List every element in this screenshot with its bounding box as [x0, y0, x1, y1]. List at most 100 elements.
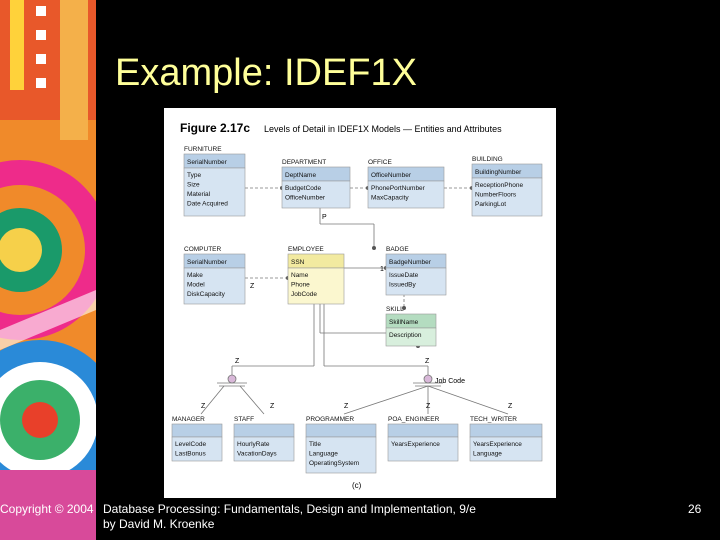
entity-name: FURNITURE: [184, 146, 222, 153]
entity-attribute: Description: [389, 332, 422, 339]
entity-key-attribute: BuildingNumber: [475, 169, 522, 176]
entity-attribute: Date Acquired: [187, 201, 228, 208]
dept-cardinality-label: P: [322, 214, 327, 221]
entity-attribute: HourlyRate: [237, 441, 270, 448]
idef1x-diagram: Figure 2.17c Levels of Detail in IDEF1X …: [171, 121, 543, 490]
book-citation-line1: Database Processing: Fundamentals, Desig…: [103, 502, 476, 516]
entity-attribute: Material: [187, 191, 211, 198]
entity-name: PROGRAMMER: [306, 416, 354, 423]
figure-label: Figure 2.17c: [180, 121, 250, 135]
entity-building: BUILDING BuildingNumberReceptionPhoneNumb…: [471, 156, 543, 217]
entity-boxes: FURNITURESerialNumberTypeSizeMaterialDat…: [171, 146, 543, 474]
entity-attribute: Language: [309, 451, 338, 458]
entity-attribute: ReceptionPhone: [475, 182, 523, 189]
entity-key-area: [305, 423, 377, 438]
entity-key-area: [387, 423, 459, 438]
entity-office: OFFICE OfficeNumberPhonePortNumberMaxCapa…: [367, 159, 445, 209]
entity-attribute-area: [281, 180, 351, 209]
entity-attribute: IssuedBy: [389, 282, 416, 289]
entity-attribute-area: [305, 436, 377, 474]
entity-key-area: [233, 423, 295, 438]
category-symbol: [423, 374, 433, 384]
entity-attribute: Title: [309, 441, 321, 448]
entity-key-attribute: OfficeNumber: [371, 172, 412, 179]
copyright-text: Copyright © 2004: [0, 502, 94, 516]
entity-name: MANAGER: [172, 416, 205, 423]
entity-name: BUILDING: [472, 156, 503, 163]
entity-attribute-area: [287, 267, 345, 305]
category-symbol: [227, 374, 237, 384]
book-citation-line2: by David M. Kroenke: [103, 517, 215, 531]
figure-part-label: (c): [352, 481, 362, 490]
entity-attribute: ParkingLot: [475, 201, 506, 208]
entity-attribute: VacationDays: [237, 451, 277, 458]
entity-attribute: OfficeNumber: [285, 195, 326, 202]
subtype-cardinality-label: Z: [508, 403, 513, 410]
entity-attribute: JobCode: [291, 291, 317, 298]
entity-attribute: PhonePortNumber: [371, 185, 426, 192]
subtype-cardinality-label: Z: [201, 403, 206, 410]
entity-attribute: Type: [187, 172, 201, 179]
entity-attribute: Make: [187, 272, 203, 279]
entity-attribute: Model: [187, 282, 205, 289]
entity-furniture: FURNITURE SerialNumberTypeSizeMaterialDat…: [183, 146, 246, 217]
entity-key-area: [469, 423, 543, 438]
entity-name: TECH_WRITER: [470, 416, 517, 423]
entity-attribute: Size: [187, 182, 200, 189]
entity-attribute: DiskCapacity: [187, 291, 226, 298]
entity-key-area: [171, 423, 223, 438]
entity-attribute: MaxCapacity: [371, 195, 409, 202]
entity-name: BADGE: [386, 246, 409, 253]
entity-attribute: BudgetCode: [285, 185, 322, 192]
entity-attribute-area: [469, 436, 543, 462]
entity-name: POA_ENGINEER: [388, 416, 440, 423]
computer-cardinality-label: Z: [250, 283, 255, 290]
entity-key-attribute: SSN: [291, 259, 305, 266]
entity-attribute: Name: [291, 272, 309, 279]
entity-name: OFFICE: [368, 159, 392, 166]
page-number: 26: [688, 502, 702, 516]
subtype-cardinality-label: Z: [270, 403, 275, 410]
entity-attribute: Phone: [291, 282, 310, 289]
entity-attribute-area: [183, 267, 246, 305]
entity-name: SKILL: [386, 306, 404, 313]
discriminator-label: Job Code: [435, 378, 465, 385]
entity-key-attribute: DeptName: [285, 172, 316, 179]
subtype-cardinality-label: Z: [426, 403, 431, 410]
entity-attribute: Language: [473, 451, 502, 458]
entity-attribute-area: [233, 436, 295, 462]
entity-name: STAFF: [234, 416, 254, 423]
entity-attribute-area: [387, 436, 459, 462]
entity-name: EMPLOYEE: [288, 246, 324, 253]
idef1x-figure: Figure 2.17c Levels of Detail in IDEF1X …: [164, 108, 556, 498]
entity-attribute-area: [471, 177, 543, 217]
entity-attribute-area: [171, 436, 223, 462]
entity-key-attribute: SerialNumber: [187, 259, 228, 266]
entity-attribute-area: [385, 327, 437, 347]
entity-attribute-area: [385, 267, 447, 296]
entity-key-attribute: BadgeNumber: [389, 259, 432, 266]
entity-key-attribute: SerialNumber: [187, 159, 228, 166]
category-cardinality-label: Z: [235, 358, 240, 365]
subtype-cardinality-label: Z: [344, 403, 349, 410]
decorative-background-art: [0, 0, 96, 540]
entity-attribute: NumberFloors: [475, 192, 517, 199]
book-citation: Database Processing: Fundamentals, Desig…: [103, 502, 476, 532]
entity-attribute: LevelCode: [175, 441, 206, 448]
entity-computer: COMPUTER SerialNumberMakeModelDiskCapacit…: [183, 246, 246, 305]
entity-name: COMPUTER: [184, 246, 222, 253]
entity-key-attribute: SkillName: [389, 319, 419, 326]
entity-attribute: IssueDate: [389, 272, 419, 279]
entity-attribute-area: [183, 167, 246, 217]
entity-attribute: YearsExperience: [473, 441, 522, 448]
category-cardinality-label: Z: [425, 358, 430, 365]
